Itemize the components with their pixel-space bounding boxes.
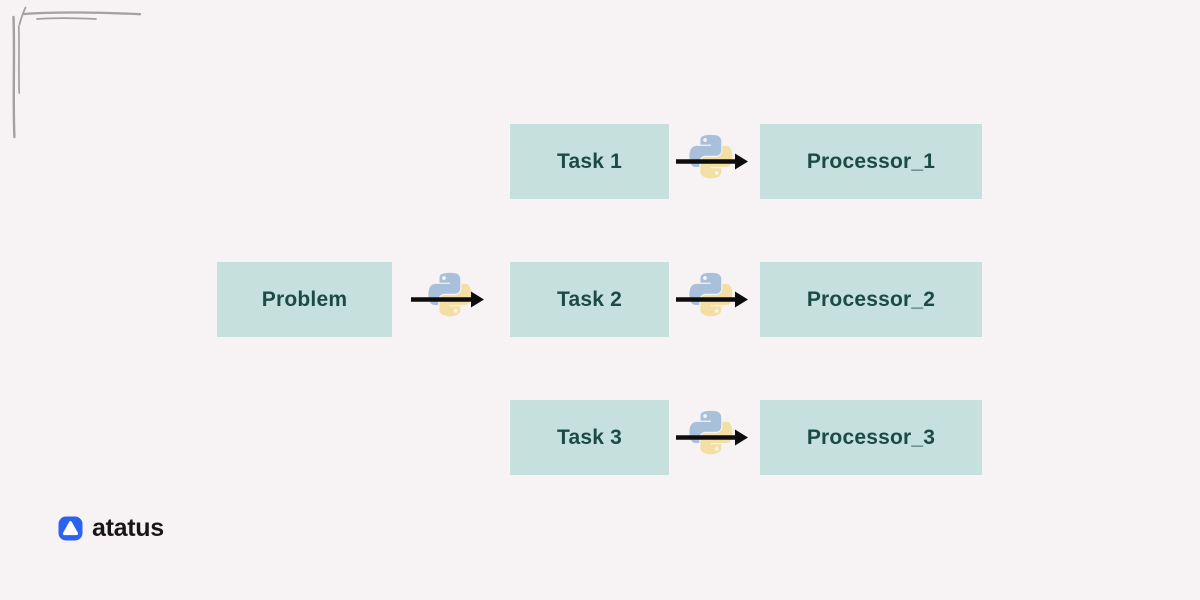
node-task-3-label: Task 3 — [556, 425, 623, 449]
node-task-2-label: Task 2 — [556, 287, 623, 311]
node-task-1-label: Task 1 — [556, 149, 623, 173]
python-logo-icon — [689, 272, 733, 317]
python-logo-icon — [689, 134, 733, 179]
node-task-1: Task 1 — [510, 124, 669, 199]
brand-logo: atatus — [58, 514, 164, 543]
edge-task-3-to-processor-3 — [676, 410, 748, 455]
edge-problem-to-task-2 — [411, 272, 484, 317]
edge-task-1-to-processor-1 — [676, 134, 748, 179]
arrow-right — [676, 153, 748, 170]
hand-drawn-corner-decoration — [12, 6, 142, 139]
node-task-3: Task 3 — [510, 400, 669, 475]
node-processor-1: Processor_1 — [760, 124, 982, 199]
node-processor-1-label: Processor_1 — [806, 149, 936, 173]
node-processor-2: Processor_2 — [760, 262, 982, 337]
node-problem: Problem — [217, 262, 392, 337]
node-processor-3: Processor_3 — [760, 400, 982, 475]
atatus-logo-icon — [58, 516, 83, 541]
node-task-2: Task 2 — [510, 262, 669, 337]
brand-name: atatus — [92, 514, 164, 542]
arrow-right — [411, 291, 484, 308]
node-problem-label: Problem — [261, 287, 348, 311]
python-logo-icon — [689, 410, 733, 455]
arrow-right — [676, 291, 748, 308]
node-processor-3-label: Processor_3 — [806, 425, 936, 449]
python-logo-icon — [428, 272, 472, 317]
arrow-right — [676, 429, 748, 446]
node-processor-2-label: Processor_2 — [806, 287, 936, 311]
edge-task-2-to-processor-2 — [676, 272, 748, 317]
